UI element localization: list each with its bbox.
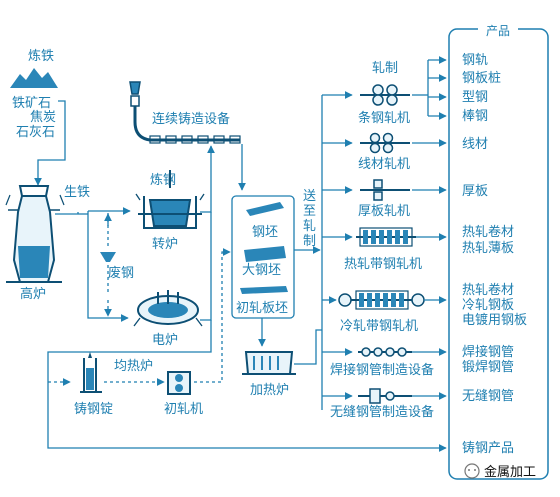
ironmaking-title: 炼铁	[28, 49, 54, 64]
product-cast-steel: 铸钢产品	[462, 440, 514, 456]
continuous-caster-icon	[129, 81, 241, 144]
raw-limestone: 石灰石	[16, 125, 55, 140]
scrap-label: 废钢	[108, 265, 134, 281]
ingot-icon	[80, 352, 102, 393]
converter-label: 转炉	[152, 237, 178, 252]
wechat-icon	[464, 463, 480, 479]
bloom-icon	[244, 246, 286, 262]
semis-slab: 初轧板坯	[236, 301, 288, 316]
ingot-label: 铸钢锭	[74, 401, 113, 417]
product-hot-coil: 热轧卷材	[462, 224, 514, 240]
mill-welded-pipe-label: 焊接钢管制造设备	[330, 362, 434, 378]
electric-furnace-icon	[133, 290, 203, 327]
semis-bloom: 大钢坯	[242, 263, 281, 278]
seamless-pipe-icon	[358, 388, 412, 404]
send-char-4: 制	[303, 234, 316, 249]
ore-pile-icon	[10, 68, 58, 88]
send-char-1: 送	[303, 189, 316, 204]
product-cold-sheet: 冷轧钢板	[462, 298, 514, 313]
semis-billet: 钢坯	[252, 225, 278, 240]
primary-mill-label: 初轧机	[164, 402, 203, 417]
hot-strip-mill-icon	[356, 227, 416, 247]
mill-bar-label: 条钢轧机	[358, 110, 410, 126]
product-forge-welded-pipe: 锻焊钢管	[462, 359, 514, 375]
slab-icon	[240, 286, 288, 294]
raw-coke: 焦炭	[30, 110, 56, 125]
product-bar-steel: 棒钢	[462, 109, 488, 124]
bar-mill-icon	[360, 84, 410, 106]
mill-hot-strip-label: 热轧带钢轧机	[344, 257, 422, 272]
primary-mill-icon	[167, 371, 191, 395]
welded-pipe-icon	[358, 347, 412, 357]
plate-mill-icon	[360, 179, 410, 201]
reheating-furnace-label: 加热炉	[250, 383, 289, 398]
steelmaking-title: 炼钢	[150, 173, 176, 188]
blast-furnace-label: 高炉	[20, 286, 46, 302]
semis-box	[231, 195, 295, 319]
product-wire: 线材	[462, 137, 488, 152]
pig-iron-label: 生铁	[64, 185, 90, 200]
scrap-icon	[100, 252, 116, 262]
products-title-bg	[478, 22, 518, 38]
converter-icon	[135, 170, 205, 229]
product-seamless-pipe: 无缝钢管	[462, 389, 514, 404]
product-cold-coil: 热轧卷材	[462, 282, 514, 298]
mill-wire-label: 线材轧机	[358, 157, 410, 172]
watermark-text: 金属加工	[484, 464, 536, 480]
wire-mill-icon	[360, 132, 410, 154]
send-char-3: 轧	[303, 219, 316, 234]
billet-icon	[246, 202, 284, 216]
product-section-steel: 型钢	[462, 90, 488, 105]
cold-strip-mill-icon	[338, 290, 425, 310]
blast-furnace-icon	[5, 185, 65, 283]
watermark: 金属加工	[464, 463, 536, 480]
soaking-pit-label: 均热炉	[114, 359, 153, 374]
product-plate: 厚板	[462, 184, 488, 199]
product-welded-pipe: 焊接钢管	[462, 344, 514, 360]
product-rail: 钢轨	[462, 53, 488, 68]
raw-iron-ore: 铁矿石	[12, 96, 51, 111]
product-plating-sheet: 电镀用钢板	[462, 312, 527, 328]
product-hot-sheet: 热轧薄板	[462, 241, 514, 256]
continuous-casting-label: 连续铸造设备	[152, 111, 230, 127]
mill-cold-strip-label: 冷轧带钢轧机	[340, 319, 418, 334]
reheating-furnace-icon	[242, 351, 296, 375]
send-char-2: 至	[303, 204, 316, 219]
products-title: 产品	[486, 24, 510, 38]
mill-seamless-pipe-label: 无缝钢管制造设备	[330, 404, 434, 420]
rolling-label: 轧制	[372, 61, 398, 76]
product-sheet-pile: 钢板桩	[462, 71, 501, 86]
mill-plate-label: 厚板轧机	[358, 204, 410, 219]
electric-furnace-label: 电炉	[152, 333, 178, 348]
